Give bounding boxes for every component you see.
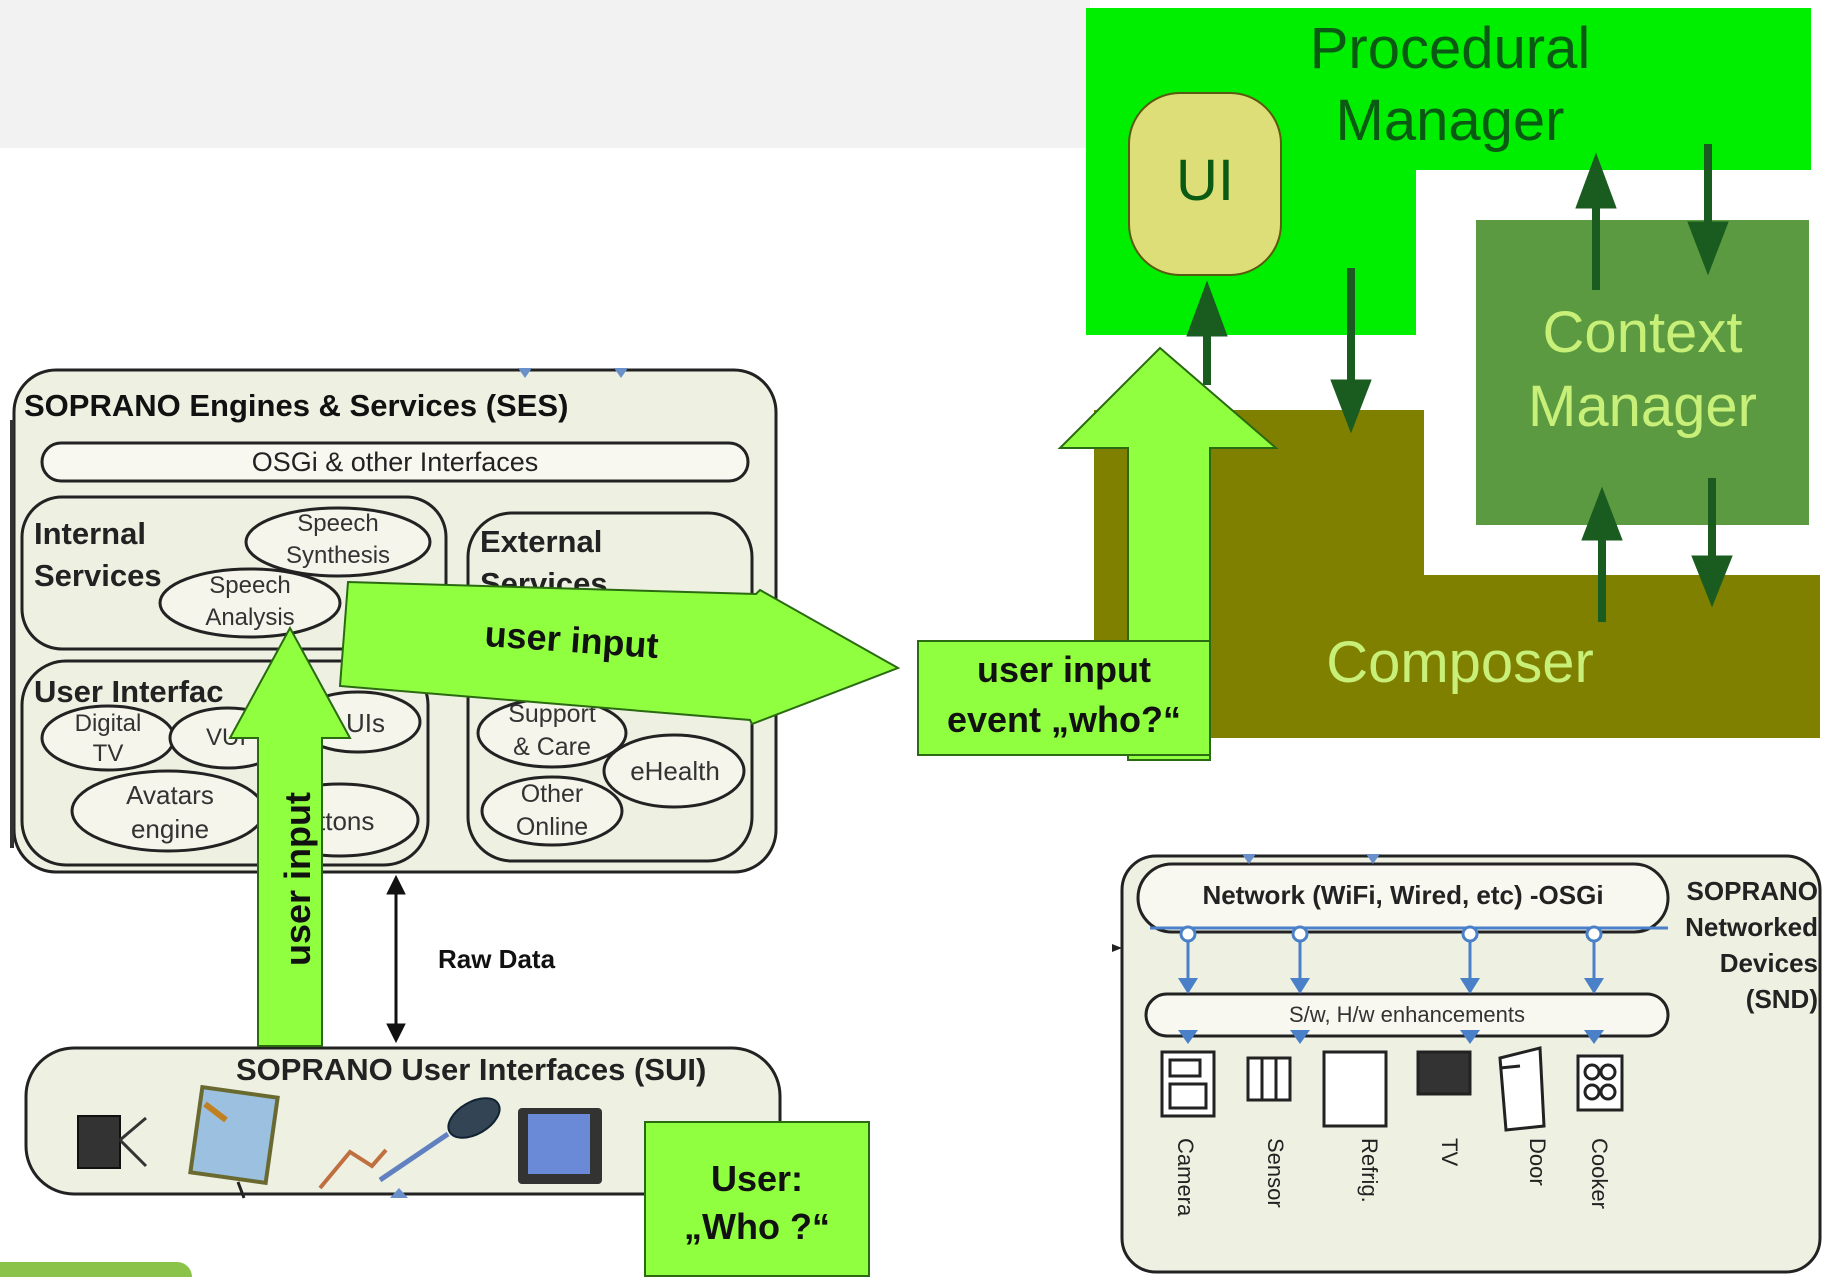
ses-interfaces-label: OSGi & other Interfaces — [251, 447, 539, 477]
buttons-label: ttons — [318, 806, 375, 836]
guis-label: UIs — [346, 708, 385, 738]
ehealth-ellipse — [602, 733, 746, 809]
device-label-cooker: Cooker — [1587, 1138, 1612, 1209]
snd-network-label: Network (WiFi, Wired, etc) -OSGi — [1202, 880, 1604, 910]
arrow-proc-to-context-head — [1687, 221, 1729, 276]
arrow-context-to-composer-head — [1691, 555, 1733, 608]
ses-top-marker-1 — [518, 368, 532, 378]
ses-interfaces-bar — [40, 441, 750, 483]
door-device-icon — [1498, 1046, 1546, 1132]
avatars-label-1: Avatars — [126, 780, 214, 810]
speech-synthesis-label-1: Speech — [297, 510, 379, 537]
snd-enhancement-bar — [1144, 992, 1670, 1038]
procedural-manager-label-2: Manager — [1335, 88, 1565, 153]
composer-label: Composer — [1326, 630, 1594, 695]
ses-top-marker-2 — [614, 368, 628, 378]
sui-bottom-marker — [390, 1188, 408, 1198]
context-manager-label-2: Manager — [1528, 374, 1757, 439]
context-manager-label-1: Context — [1542, 300, 1743, 365]
snd-left-marker — [1112, 944, 1122, 952]
user-input-event-label-2: event „who?“ — [946, 699, 1182, 740]
arrow-to-ui-head — [1186, 280, 1228, 337]
refrigerator-device-icon — [1322, 1050, 1388, 1128]
ui-box — [1128, 92, 1282, 276]
snd-label-3: Devices — [1719, 948, 1818, 978]
cooker-device-icon — [1576, 1054, 1624, 1112]
arrow-composer-to-context-head — [1581, 486, 1623, 541]
speech-synthesis-ellipse — [244, 506, 432, 578]
snd-connector-heads — [1178, 978, 1604, 1044]
snd-enhancement-label: S/w, H/w enhancements — [1288, 1002, 1525, 1027]
snd-top-marker-2 — [1366, 854, 1380, 864]
device-label-sensor: Sensor — [1263, 1138, 1288, 1208]
snd-label-2: Networked — [1685, 912, 1818, 942]
device-label-tv: TV — [1437, 1138, 1462, 1166]
user-input-event-label-1: user input — [976, 649, 1151, 690]
snd-top-marker-1 — [1242, 854, 1256, 864]
raw-data-arrow — [386, 874, 406, 1044]
digital-tv-label-1: Digital — [74, 710, 142, 737]
speech-analysis-label-1: Speech — [209, 572, 291, 599]
other-online-ellipse — [480, 775, 624, 847]
internal-services-label-2: Services — [34, 558, 162, 593]
user-input-right-arrow — [338, 580, 901, 726]
external-services-label-1: External — [480, 524, 603, 559]
tv-device-icon — [1416, 1050, 1472, 1096]
device-label-refrig: Refrig. — [1357, 1138, 1382, 1203]
corner-green-tab — [0, 1262, 192, 1277]
other-online-label-2: Online — [515, 813, 589, 841]
snd-label-1: SOPRANO — [1686, 876, 1818, 906]
digital-tv-label-2: TV — [92, 740, 124, 767]
device-label-camera: Camera — [1173, 1138, 1198, 1217]
snd-label-4: (SND) — [1745, 984, 1818, 1014]
camera-device-icon — [1160, 1050, 1216, 1118]
user-input-up-arrow — [228, 625, 352, 1047]
user-input-up-label: user input — [277, 792, 318, 966]
user-interfaces-label: User Interfac — [34, 674, 224, 709]
snd-network-bar — [1136, 862, 1670, 934]
ses-ui-frame — [20, 659, 430, 867]
user-who-label-2: „Who ?“ — [684, 1206, 830, 1247]
sui-title: SOPRANO User Interfaces (SUI) — [236, 1052, 707, 1087]
arrow-context-to-proc-head — [1575, 152, 1617, 209]
support-care-label-2: & Care — [513, 733, 591, 761]
user-who-label-1: User: — [710, 1158, 804, 1199]
context-manager-box — [1476, 220, 1809, 525]
ui-label: UI — [1176, 148, 1234, 213]
header-band — [0, 0, 1090, 148]
sensor-device-icon — [1246, 1056, 1292, 1102]
procedural-manager-label-1: Procedural — [1309, 16, 1591, 81]
ses-title: SOPRANO Engines & Services (SES) — [24, 388, 569, 423]
speech-analysis-label-2: Analysis — [205, 604, 295, 631]
sui-touchpad-icon — [188, 1084, 280, 1199]
ehealth-label: eHealth — [630, 756, 720, 786]
avatars-label-2: engine — [130, 814, 210, 844]
internal-services-label-1: Internal — [34, 516, 146, 551]
speech-analysis-ellipse — [158, 567, 342, 639]
arrow-proc-to-composer-head — [1330, 379, 1372, 434]
sui-tv-icon — [77, 1115, 148, 1169]
sui-microphone-icon — [318, 1097, 501, 1190]
raw-data-label: Raw Data — [438, 944, 556, 974]
user-input-event-callout — [917, 640, 1211, 756]
speech-synthesis-label-2: Synthesis — [285, 542, 391, 569]
composer-box-right — [1420, 575, 1820, 738]
user-who-callout — [644, 1121, 870, 1277]
sui-monitor-icon — [518, 1108, 602, 1184]
ses-internal-frame — [20, 495, 448, 651]
snd-connectors — [1179, 925, 1603, 986]
device-label-door: Door — [1525, 1138, 1550, 1186]
other-online-label-1: Other — [520, 780, 584, 808]
